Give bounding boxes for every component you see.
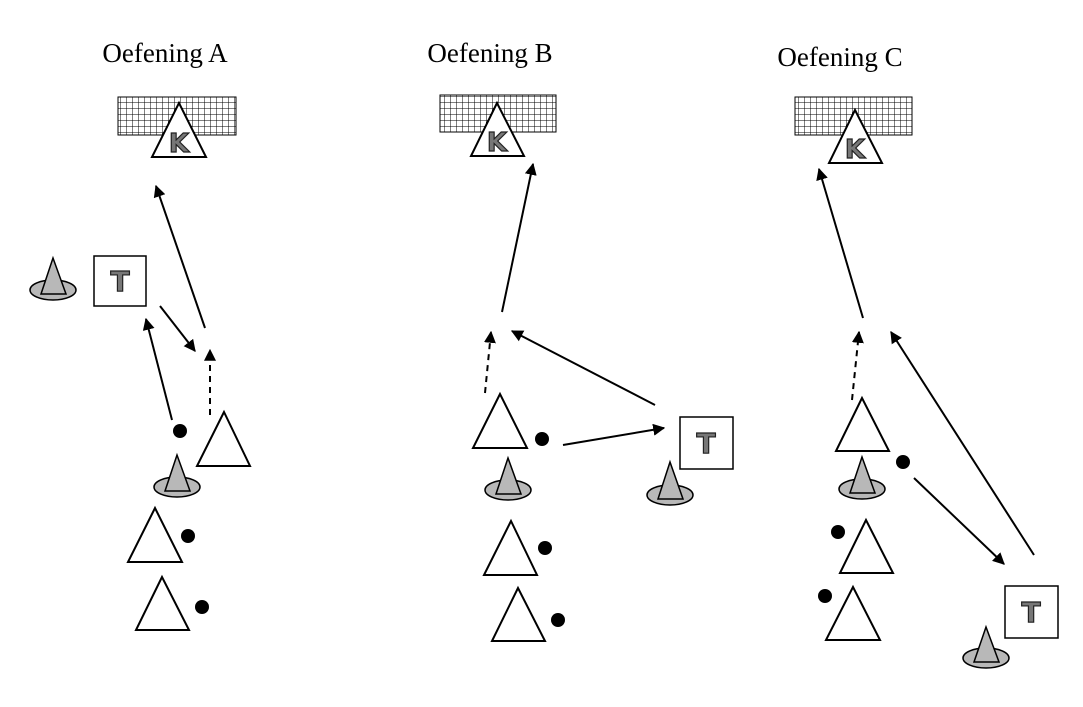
goal: K [117,96,237,160]
player [490,585,547,642]
player [134,574,191,631]
trainer: T [93,255,147,307]
cone [646,459,694,506]
shot-arrow [501,162,537,313]
pass-arrow [159,305,196,352]
run-arrow [483,330,496,394]
ball [535,432,549,446]
exercise-c: K T [794,96,1059,669]
shot-arrow [816,167,864,319]
goal: K [794,96,913,166]
player [824,584,882,641]
keeper-label: K [487,128,508,158]
title-exercise-c: Oefening C [777,42,902,72]
cone [838,454,886,500]
player [126,505,184,563]
keeper-label: K [169,129,190,159]
run-arrow [851,330,864,401]
trainer: T [1004,585,1059,639]
pass-arrow [562,423,666,446]
trainer-label: T [696,427,715,460]
trainer-label: T [1021,596,1040,629]
player [482,518,539,576]
ball [831,525,845,539]
ball [181,529,195,543]
ball [818,589,832,603]
pass-arrow [510,330,656,406]
pass-arrow [142,317,173,421]
player [838,517,895,574]
player [195,409,252,467]
cone [153,452,201,498]
exercise-b: K T [439,94,734,642]
cone [29,255,77,301]
title-exercise-b: Oefening B [427,38,552,68]
ball [551,613,565,627]
ball [195,600,209,614]
player [834,395,891,452]
trainer-label: T [110,265,129,298]
goal: K [439,94,557,159]
ball [538,541,552,555]
title-exercise-a: Oefening A [102,38,228,68]
exercise-a: K T [29,96,252,631]
ball [173,424,187,438]
ball [896,455,910,469]
player [471,391,529,449]
cone [484,455,532,501]
pass-arrow [913,477,1005,565]
trainer: T [679,416,734,470]
run-arrow [890,330,1035,556]
shot-arrow [153,184,206,329]
keeper-label: K [845,135,866,165]
cone [962,624,1010,669]
